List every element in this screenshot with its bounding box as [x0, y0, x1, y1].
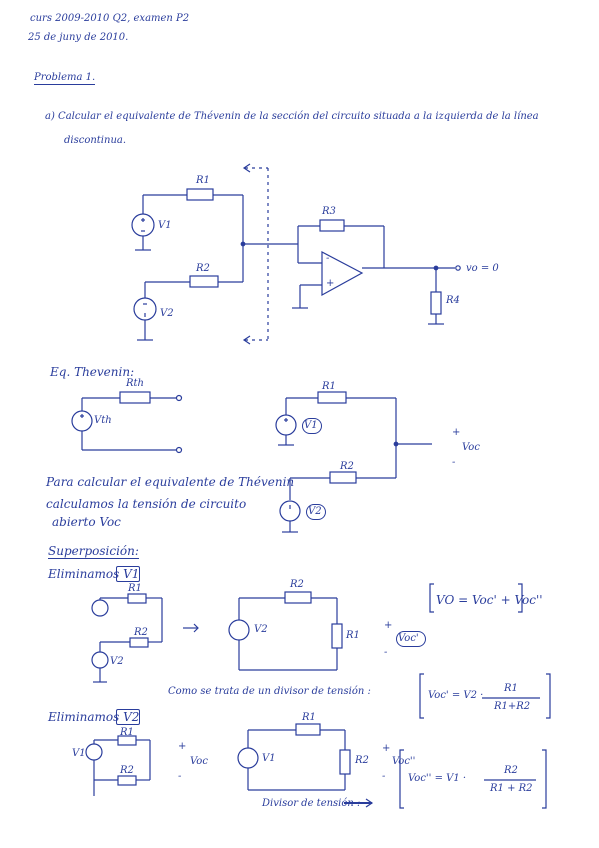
- formula2-lhs: Voc'' = V1 ·: [408, 773, 467, 784]
- vth-label: Vth: [94, 415, 112, 426]
- sp2-v1-label: V1: [262, 753, 276, 764]
- sp2-small-minus: -: [178, 771, 182, 782]
- formula1-numerator: R1: [504, 683, 518, 694]
- rth-label: Rth: [126, 378, 144, 389]
- sp1-small-r2: R2: [134, 627, 148, 638]
- thev-minus: -: [452, 457, 456, 468]
- thev-v2-label: V2: [308, 506, 322, 517]
- sp2-r2-label: R2: [355, 755, 369, 766]
- boxed-sum: VO = Voc' + Voc'': [436, 593, 543, 607]
- thevenin-heading: Eq. Thevenin:: [50, 365, 135, 379]
- thev-v1-label: V1: [304, 420, 318, 431]
- sp1-r1-label: R1: [346, 630, 360, 641]
- sp1-small-v2: V2: [110, 656, 124, 667]
- r1-resistor: [295, 723, 321, 736]
- r1-label: R1: [196, 175, 210, 186]
- exam-date: 25 de juny de 2010.: [28, 32, 129, 43]
- sp2-r1-label: R1: [302, 712, 316, 723]
- r4-label: R4: [446, 295, 460, 306]
- formula2-numerator: R2: [504, 765, 518, 776]
- formula1-lhs: Voc' = V2 ·: [428, 690, 484, 701]
- sp2-small-voc: Voc: [190, 756, 208, 767]
- thev-voc-label: Voc: [462, 442, 480, 453]
- sp2-small-r2: R2: [120, 765, 134, 776]
- thev-r1-label: R1: [322, 381, 336, 392]
- r2-resistor: [339, 749, 351, 775]
- thev-r2-label: R2: [340, 461, 354, 472]
- superposition-heading: Superposición:: [48, 544, 139, 559]
- r3-label: R3: [322, 206, 336, 217]
- sp1-v2-label: V2: [254, 624, 268, 635]
- divider-text-2: Divisor de tensión :: [262, 798, 361, 809]
- v1-source-icon: [237, 747, 259, 769]
- thevenin-text-line1: Para calcular el equivalente de Thévenin: [46, 475, 295, 489]
- sp1-voc-label: Voc': [398, 633, 419, 644]
- sp2-voc-label: Voc'': [392, 756, 416, 767]
- sp2-plus: +: [382, 743, 391, 754]
- v1-circle-mark: [302, 418, 322, 434]
- vo-label: vo = 0: [466, 263, 499, 274]
- formula2-denominator: R1 + R2: [490, 783, 533, 794]
- thev-plus: +: [452, 427, 461, 438]
- v1-source-icon: [85, 743, 103, 761]
- sp2-small-v1: V1: [72, 748, 86, 759]
- sp2-small-plus: +: [178, 741, 187, 752]
- sp1-r2-label: R2: [290, 579, 304, 590]
- opamp-symbol: [321, 251, 364, 297]
- problem-title: Problema 1.: [34, 72, 96, 85]
- course-header: curs 2009-2010 Q2, examen P2: [30, 13, 190, 24]
- divider-text-1: Como se trata de un divisor de tensión :: [168, 686, 371, 697]
- sp1-minus: -: [384, 647, 388, 658]
- opamp-plus: +: [326, 278, 335, 289]
- v2-box-mark: [116, 709, 140, 725]
- v2-circle-mark: [306, 504, 326, 520]
- thevenin-text-line3: abierto Voc: [52, 515, 121, 529]
- voc-circle-mark: [396, 631, 426, 647]
- v1-label: V1: [158, 220, 172, 231]
- v2-label: V2: [160, 308, 174, 319]
- r2-label: R2: [196, 263, 210, 274]
- problem-statement-line1: a) Calcular el equivalente de Thévenin d…: [45, 111, 539, 122]
- sp1-plus: +: [384, 620, 393, 631]
- opamp-minus: -: [326, 253, 330, 264]
- sp2-small-r1: R1: [120, 727, 134, 738]
- sp2-minus: -: [382, 771, 386, 782]
- sp1-small-r1: R1: [128, 583, 142, 594]
- thevenin-text-line2: calculamos la tensión de circuito: [46, 497, 247, 511]
- v1-box-mark: [116, 566, 140, 582]
- problem-statement-line2: discontinua.: [64, 135, 127, 146]
- formula1-denominator: R1+R2: [494, 701, 531, 712]
